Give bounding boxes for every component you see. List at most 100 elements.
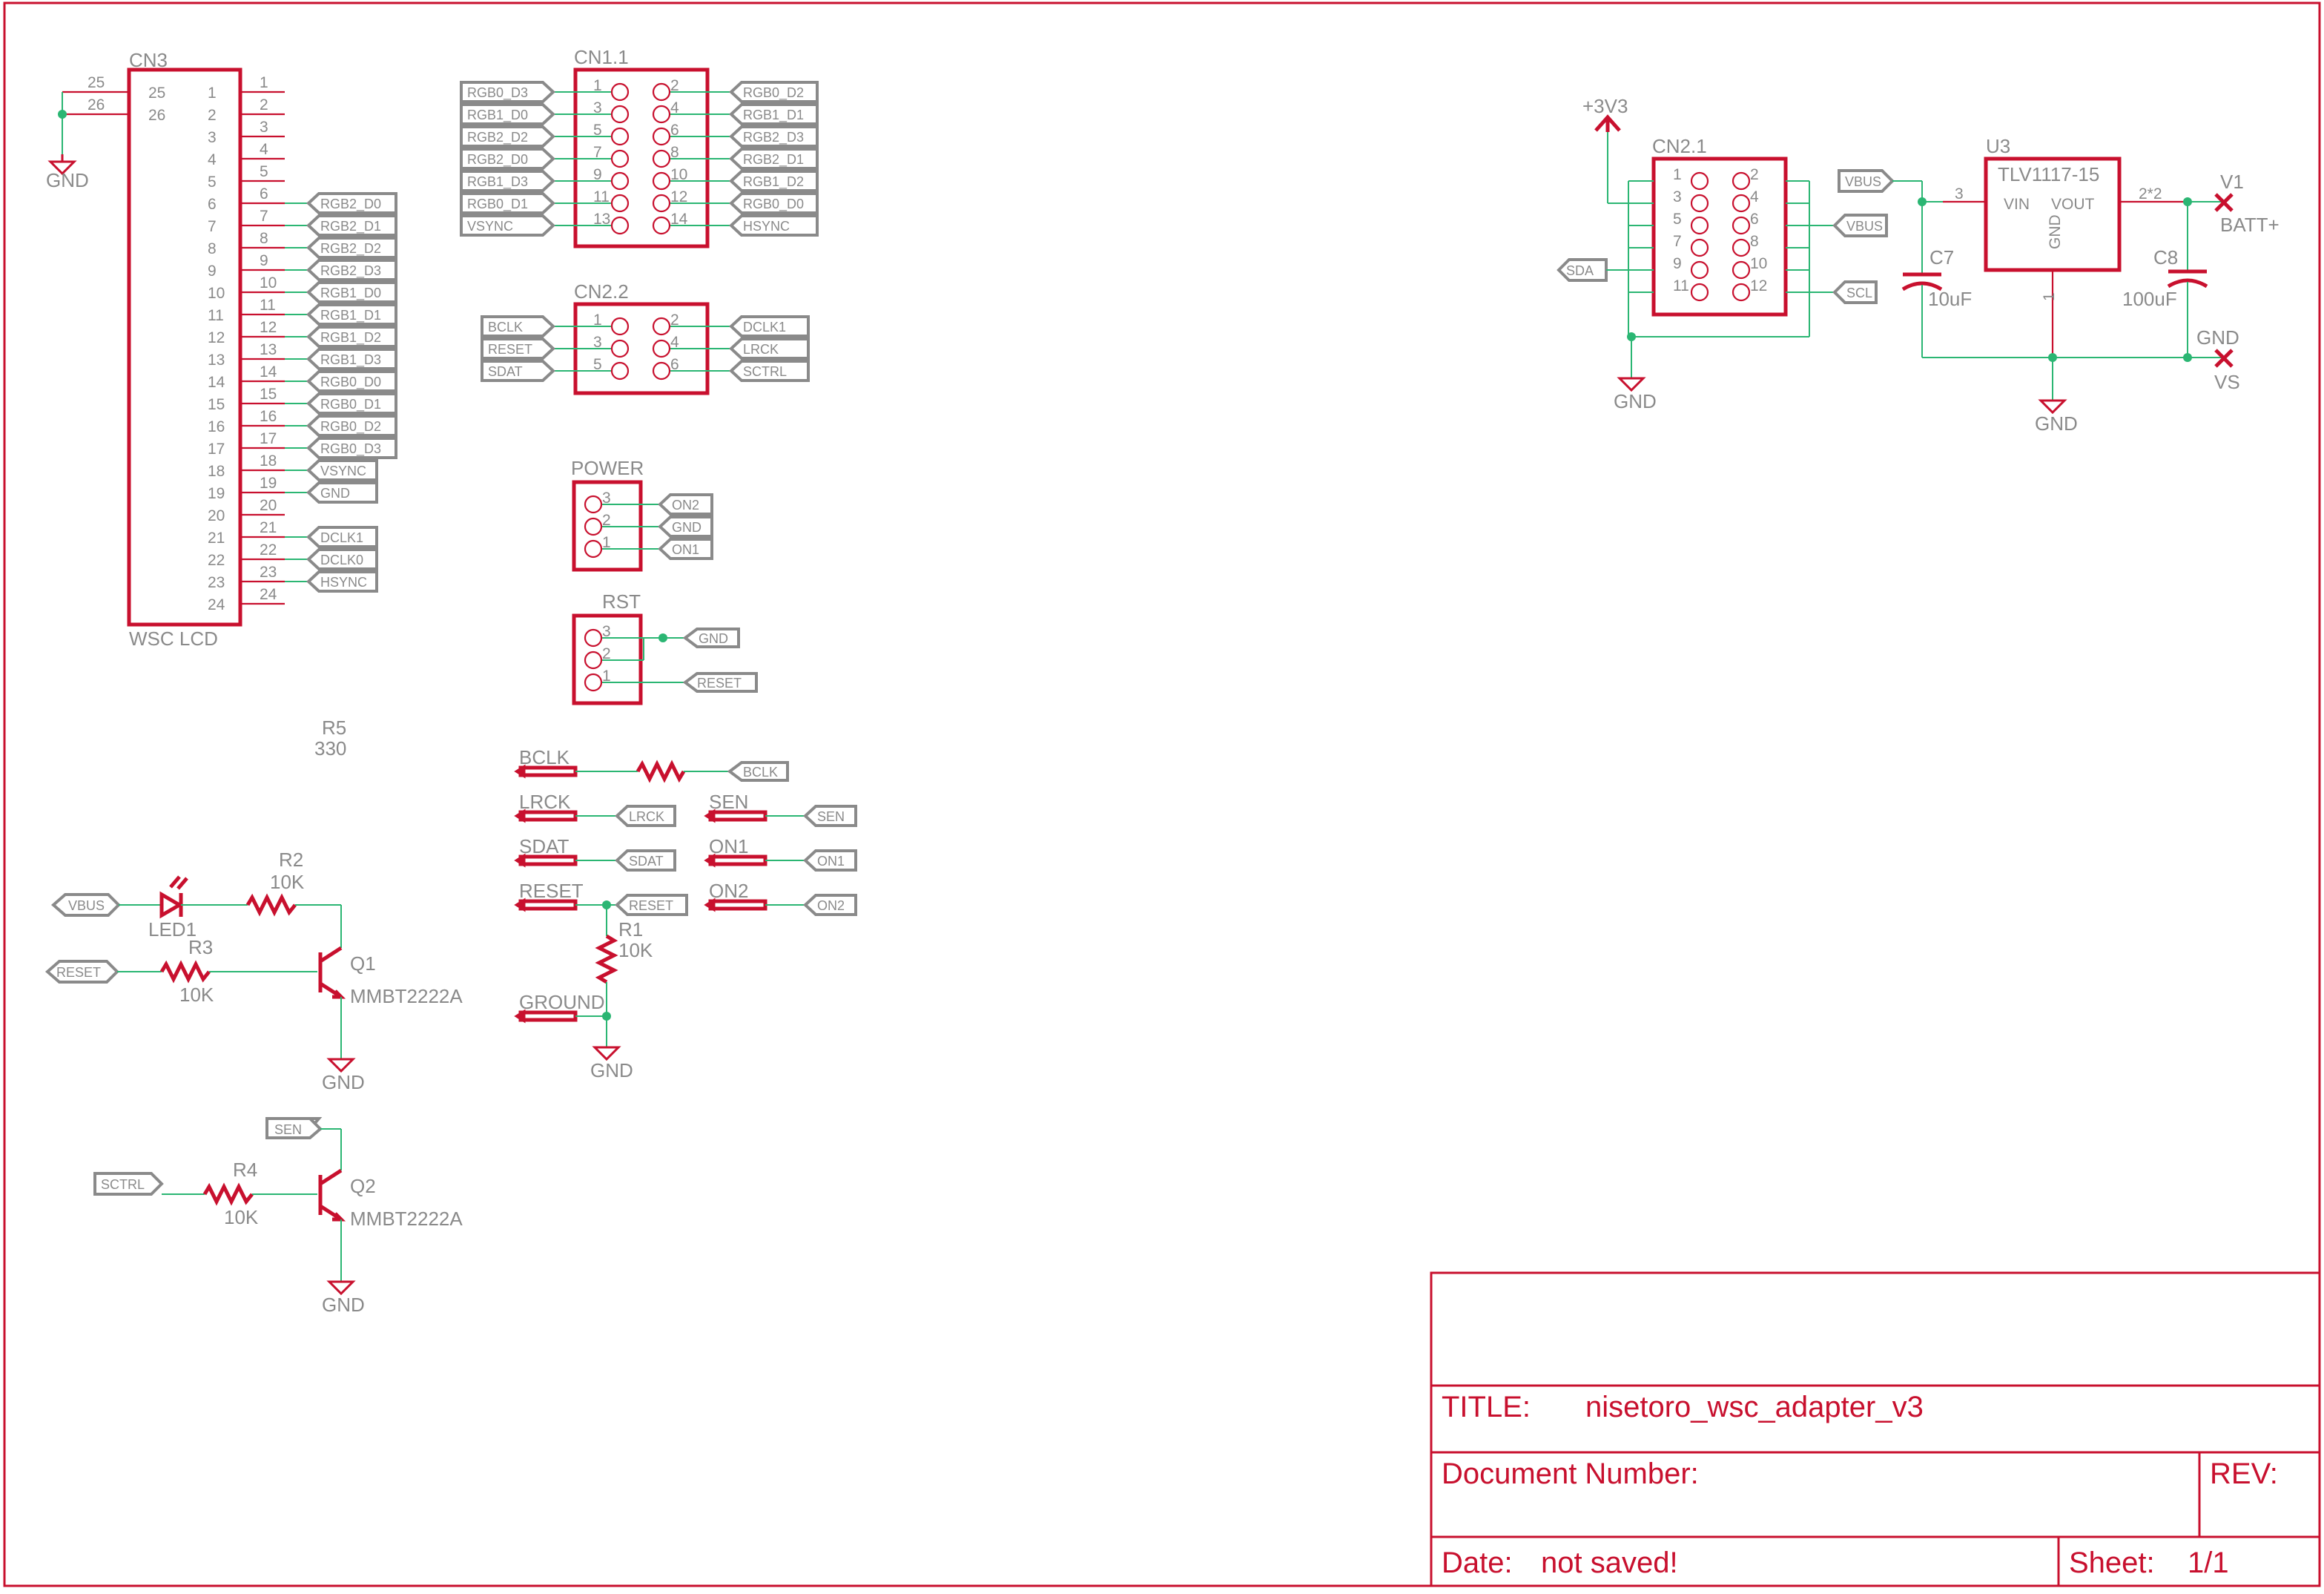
cn1-pins-right-pin-2: 2 xyxy=(670,77,679,94)
cn3-signal-19-text: GND xyxy=(320,486,350,501)
cn3-pin-2-outer: 2 xyxy=(260,96,268,113)
cn3-signal-8-flag xyxy=(306,237,397,259)
pad-ground-label: GROUND xyxy=(519,991,605,1013)
c7-capacitor xyxy=(1901,281,1943,292)
u3-vbus-text: VBUS xyxy=(1845,174,1881,189)
led1-diode xyxy=(159,891,183,919)
pad-lrck-pad xyxy=(518,810,578,822)
cn1-pins-left-signal-1-flag xyxy=(460,81,555,103)
cn3-pin25-inner: 25 xyxy=(148,85,165,102)
c8-capacitor xyxy=(2167,278,2208,289)
cn3-ground-symbol xyxy=(47,154,77,176)
cn1-pins-right-pin-12: 12 xyxy=(670,188,687,205)
power-pin-1: 1 xyxy=(602,534,611,551)
cn3-signal-22-flag xyxy=(306,548,378,570)
cn3-pin-6-outer: 6 xyxy=(260,185,268,202)
cn3-signal-10-text: RGB1_D0 xyxy=(320,286,381,301)
cn3-signal-8-text: RGB2_D2 xyxy=(320,241,381,257)
cn3-pin-19-inner: 19 xyxy=(208,485,225,502)
regulator-u3: VBUS 3 U3 TLV1117-15 VIN VOUT GND 2*2 V1… xyxy=(1838,135,2280,435)
test-pad-group: R5 330 BCLKLRCKLRCKSDATSDATRESETRESETGRO… xyxy=(314,717,857,1081)
pad-on2-label: ON2 xyxy=(709,880,748,902)
power-signal-3-flag xyxy=(658,493,713,516)
cn3-pin-3-outer: 3 xyxy=(260,119,268,136)
pad-reset-net-text: RESET xyxy=(629,898,673,913)
rst-pin-3: 3 xyxy=(602,623,611,640)
q2-sen-flag-outline xyxy=(265,1117,323,1139)
cn3-pin-10-inner: 10 xyxy=(208,285,225,302)
cn3-signal-16-text: RGB0_D2 xyxy=(320,419,381,435)
cn3-pin-24-inner: 24 xyxy=(208,596,225,613)
cn1-pins-left-signal-9-text: RGB1_D3 xyxy=(467,174,528,190)
cn3-pin-8-outer: 8 xyxy=(260,230,268,247)
cn22-pins-left-signal-5-flag xyxy=(481,360,555,382)
led1-light-arrows xyxy=(169,875,188,890)
cn22-pins-left-signal-1-text: BCLK xyxy=(488,320,523,335)
cn1-pins-right-pin-14: 14 xyxy=(670,211,688,228)
cn3-pin26-inner: 26 xyxy=(148,107,165,124)
cn22-pins-left-signal-3-text: RESET xyxy=(488,342,532,357)
v1-value: BATT+ xyxy=(2220,214,2280,236)
cn1-pins-left-signal-5-text: RGB2_D2 xyxy=(467,130,528,145)
pad-on2-pad xyxy=(708,899,767,911)
connector-rst: RST 321 GND RESET xyxy=(572,590,758,705)
r1-resistor xyxy=(595,934,618,984)
cn3-signal-23-text: HSYNC xyxy=(320,575,367,590)
cn22-pins-left-pin-5: 5 xyxy=(593,356,602,373)
pad-sdat-label: SDAT xyxy=(519,835,570,857)
pad-lrck-net-flag xyxy=(615,805,676,827)
cn21-scl-text: SCL xyxy=(1846,286,1872,300)
sound-control-circuit: SEN SCTRL R4 10K Q2 MMBT2222A GND xyxy=(93,1117,463,1316)
vs-terminal xyxy=(2214,349,2234,368)
pad-reset-net-flag xyxy=(615,894,688,916)
title-value: nisetoro_wsc_adapter_v3 xyxy=(1585,1391,1924,1423)
cn1-pins-right-signal-10-text: RGB1_D2 xyxy=(743,174,804,190)
pad-lrck-net-text: LRCK xyxy=(629,809,664,824)
r4-value: 10K xyxy=(224,1206,259,1228)
cn3-pin-9-outer: 9 xyxy=(260,252,268,269)
cn3-pin-16-inner: 16 xyxy=(208,418,225,435)
cn1-pins-right-signal-14-text: HSYNC xyxy=(743,219,790,234)
u3-value: TLV1117-15 xyxy=(1998,163,2099,185)
cn1-pins-right-signal-8-flag xyxy=(729,148,819,170)
power-pin-2: 2 xyxy=(602,512,611,529)
cn22-pins-right-pin-4: 4 xyxy=(670,334,679,351)
u3-pin-in: 3 xyxy=(1955,185,1964,202)
cn3-signal-6-flag xyxy=(306,192,397,214)
pad-reset-label: RESET xyxy=(519,880,584,902)
cn1-pins-left-pin-13: 13 xyxy=(593,211,610,228)
cn3-signal-19-flag xyxy=(306,481,378,504)
power-pin-3: 3 xyxy=(602,490,611,507)
c8-value: 100uF xyxy=(2122,288,2177,310)
power-signal-2-text: GND xyxy=(672,520,702,535)
cn1-pins-left-signal-11-text: RGB0_D1 xyxy=(467,197,528,212)
pad-on1-net-text: ON1 xyxy=(817,854,845,869)
u3-ref: U3 xyxy=(1986,135,2010,157)
q2-gnd-label: GND xyxy=(322,1294,365,1316)
cn22-pins-left-pin-1: 1 xyxy=(593,312,602,329)
cn3-pin-8-inner: 8 xyxy=(208,240,217,257)
power-signal-3-text: ON2 xyxy=(672,498,699,513)
cn1-pins-left-signal-7-text: RGB2_D0 xyxy=(467,152,528,168)
cn21-left-pin-5: 5 xyxy=(1673,211,1682,228)
title-label: TITLE: xyxy=(1442,1391,1531,1423)
cn1-pins-right-pin-8: 8 xyxy=(670,144,679,161)
r5-value: 330 xyxy=(314,737,346,760)
cn22-pins-right-signal-2-text: DCLK1 xyxy=(743,320,786,335)
cn21-left-pin-3: 3 xyxy=(1673,188,1682,205)
cn1-pins-right-signal-4-text: RGB1_D1 xyxy=(743,108,804,123)
cn3-pin-17-inner: 17 xyxy=(208,441,225,458)
cn3-pin-1-inner: 1 xyxy=(208,85,217,102)
cn3-signal-13-text: RGB1_D3 xyxy=(320,352,381,368)
q2-value: MMBT2222A xyxy=(350,1208,463,1230)
connector-cn3: CN3 WSC LCD 25 26 25 26 GND 112233445566… xyxy=(46,49,397,650)
cn3-signal-14-text: RGB0_D0 xyxy=(320,375,381,390)
cn1-pins-left-pin-9: 9 xyxy=(593,166,602,183)
vs-label: VS xyxy=(2214,371,2240,393)
cn3-pin-7-inner: 7 xyxy=(208,218,217,235)
cn1-pins-left-pin-11: 11 xyxy=(593,188,610,205)
pad-on1-label: ON1 xyxy=(709,835,748,857)
cn21-right-pin-8: 8 xyxy=(1750,233,1759,250)
